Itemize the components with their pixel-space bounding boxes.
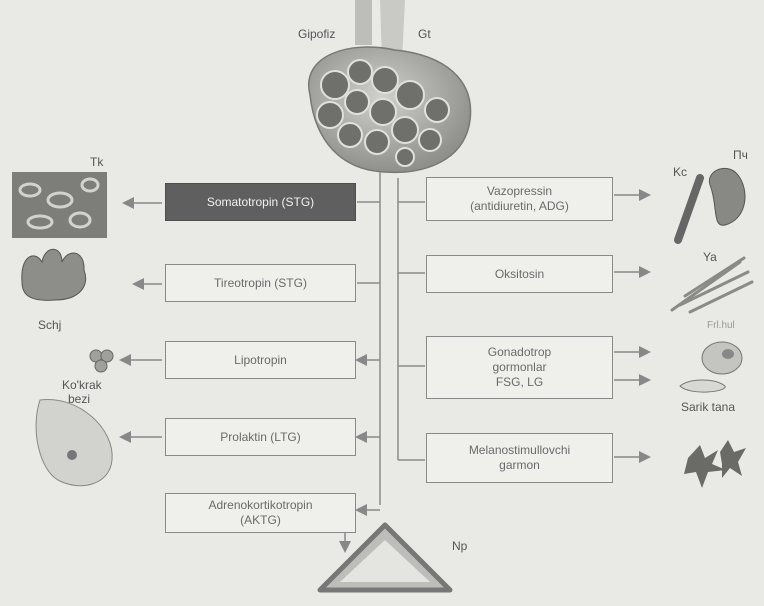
label-tk: Tk xyxy=(90,155,104,169)
vazopressin-line1: Vazopressin xyxy=(486,184,553,198)
adrenokortikotropin-line1: Adrenokortikotropin xyxy=(208,498,313,512)
label-gt: Gt xyxy=(418,27,431,41)
vazopressin-line2: (antidiuretin, ADG) xyxy=(470,199,569,213)
pituitary-gland-illustration xyxy=(307,0,472,174)
label-np: Np xyxy=(452,539,468,553)
label-schj: Schj xyxy=(38,318,62,332)
label-ya: Ya xyxy=(703,250,717,264)
melanocytes-illustration xyxy=(684,440,746,488)
label-gipofiz: Gipofiz xyxy=(298,27,336,41)
adrenokortikotropin-line2: (AKTG) xyxy=(240,513,281,527)
adrenal-np-illustration xyxy=(317,522,453,593)
vazopressin-box: Vazopressin (antidiuretin, ADG) xyxy=(426,177,613,221)
melanostimullovchi-box: Melanostimullovchi garmon xyxy=(426,433,613,483)
smooth-muscle-illustration xyxy=(670,256,754,314)
label-pch: Пч xyxy=(733,148,748,162)
fat-cells-illustration xyxy=(89,349,114,373)
label-sarik-tana: Sarik tana xyxy=(681,400,736,414)
label-kc: Kc xyxy=(673,165,688,179)
tk-tissue-illustration xyxy=(12,172,107,238)
breast-illustration xyxy=(35,399,113,487)
prolaktin-box: Prolaktin (LTG) xyxy=(165,418,356,456)
lipotropin-label: Lipotropin xyxy=(234,352,287,367)
label-kokrak-line2: bezi xyxy=(68,392,91,406)
oksitosin-box: Oksitosin xyxy=(426,255,613,293)
arrows xyxy=(119,189,651,553)
schj-thyroid-illustration xyxy=(21,248,87,301)
prolaktin-label: Prolaktin (LTG) xyxy=(220,429,301,444)
label-kokrak-line1: Ko'krak xyxy=(62,378,102,392)
adrenokortikotropin-box: Adrenokortikotropin (AKTG) xyxy=(165,493,356,533)
lipotropin-box: Lipotropin xyxy=(165,341,356,379)
label-fruhul: Frl.hul xyxy=(707,320,735,331)
connector-lines xyxy=(357,172,425,505)
gonadotrop-line3: FSG, LG xyxy=(495,375,544,389)
gonadotrop-line2: gormonlar xyxy=(492,360,547,374)
corpus-luteum-illustration xyxy=(679,379,726,393)
somatotropin-box: Somatotropin (STG) xyxy=(165,183,356,221)
melanostimullovchi-line2: garmon xyxy=(499,458,540,472)
tireotropin-box: Tireotropin (STG) xyxy=(165,264,356,302)
gonadotrop-box: Gonadotrop gormonlar FSG, LG xyxy=(426,336,613,399)
melanostimullovchi-line1: Melanostimullovchi xyxy=(468,443,571,457)
somatotropin-label: Somatotropin (STG) xyxy=(206,194,315,209)
gonadotrop-line1: Gonadotrop xyxy=(487,345,552,359)
oksitosin-label: Oksitosin xyxy=(494,266,545,281)
tireotropin-label: Tireotropin (STG) xyxy=(214,275,307,290)
follicle-illustration xyxy=(701,341,743,375)
vessel-kidney-illustration xyxy=(674,167,746,244)
